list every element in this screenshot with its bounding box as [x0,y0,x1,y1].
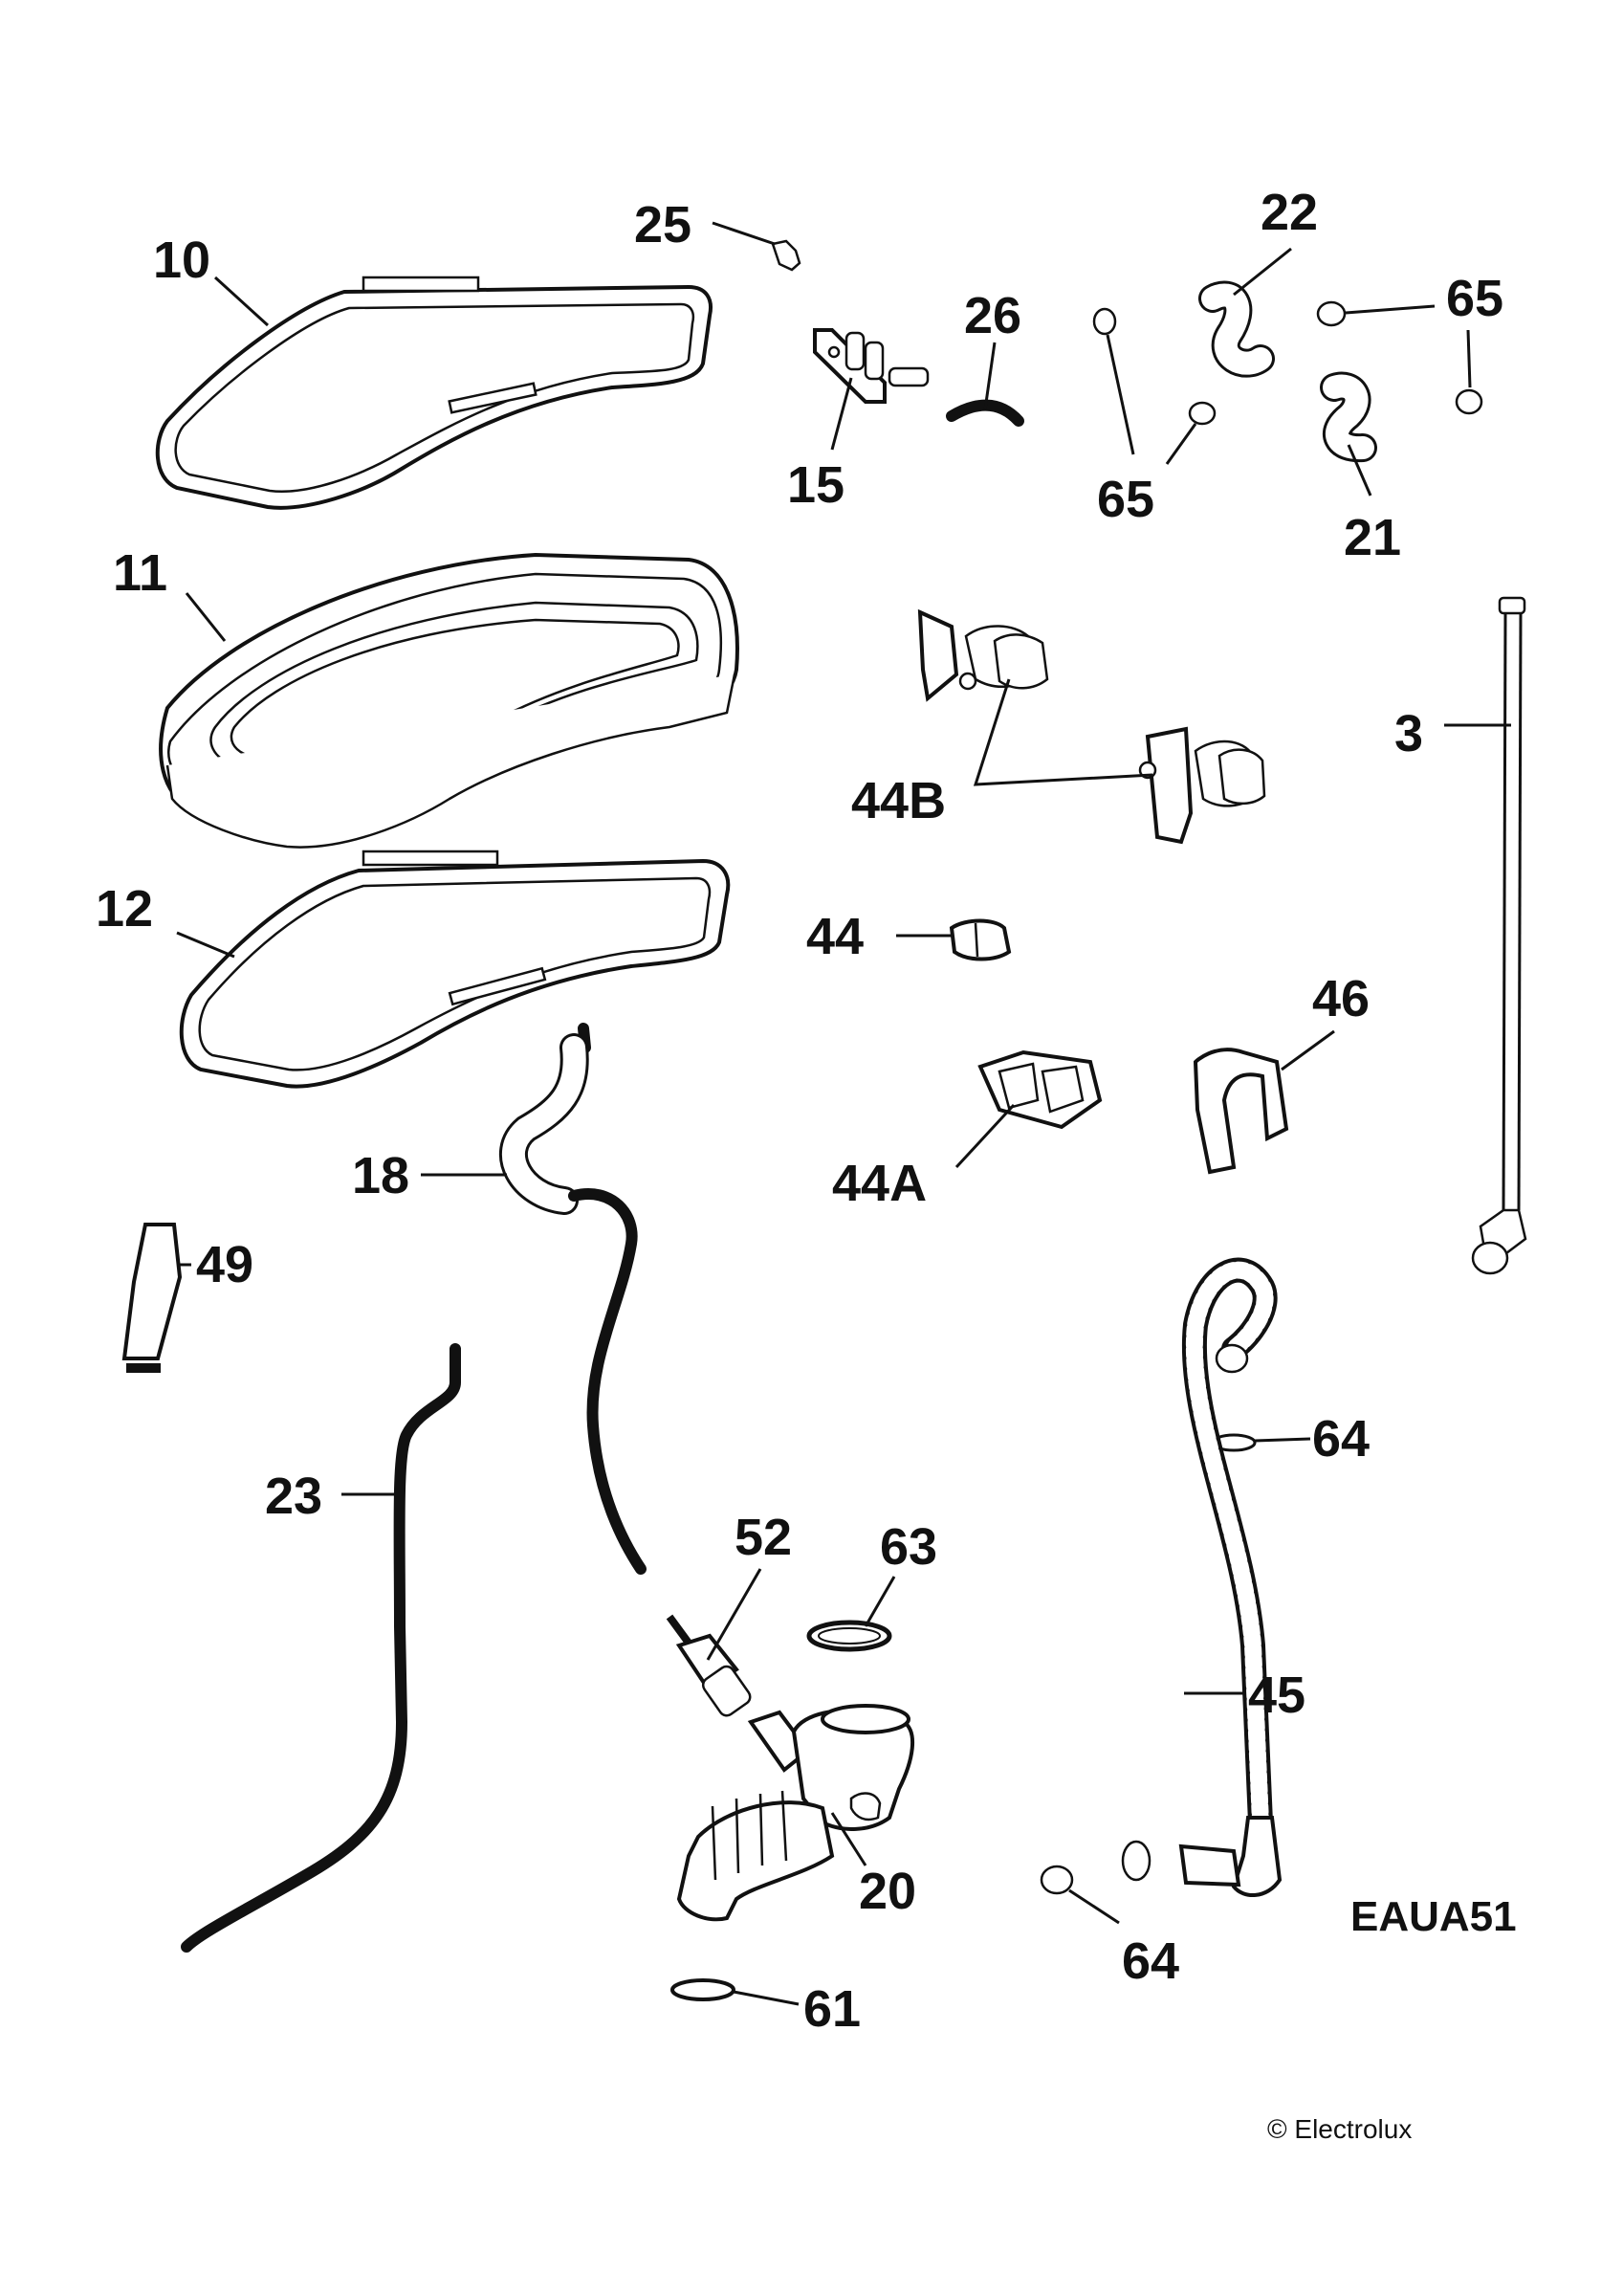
leader-65-top [1345,304,1436,315]
part-25-drawing [771,239,801,272]
leader-65-bottom [1106,334,1135,455]
part-3-drawing [1471,596,1527,1275]
leader-12 [176,931,235,959]
diagram-code: EAUA51 [1350,1893,1517,1940]
part-20-drawing [676,1704,915,1922]
part-21-drawing [1320,371,1377,463]
leader-61 [733,1990,800,2006]
label-11: 11 [113,544,167,602]
part-46-drawing [1193,1048,1289,1175]
label-63: 63 [880,1518,937,1576]
label-44: 44 [806,908,864,965]
leader-21 [1347,444,1372,497]
leader-26 [983,342,997,410]
copyright-notice: © Electrolux [1267,2114,1412,2144]
leader-65-bottom2 [1165,423,1197,465]
leader-64-upper [1254,1437,1311,1443]
part-52-drawing [666,1614,752,1717]
label-18: 18 [352,1147,409,1204]
part-61-drawing [670,1978,735,2001]
part-22-drawing [1198,280,1275,378]
part-49-drawing [121,1223,183,1373]
part-44b-drawing [917,608,1266,845]
label-64-lower: 64 [1122,1932,1179,1990]
leader-44b [973,678,1153,786]
label-65-bottom: 65 [1097,471,1154,528]
label-22: 22 [1261,184,1318,241]
label-23: 23 [265,1468,322,1525]
label-3: 3 [1394,705,1423,762]
part-65-clips-drawing [1092,300,1483,426]
leader-44a [954,1103,1016,1169]
label-25: 25 [634,196,691,254]
part-44a-drawing [977,1049,1103,1130]
part-12-drawing [179,850,731,1089]
leader-64-lower [1068,1888,1120,1925]
part-10-drawing [155,276,713,510]
leader-25 [712,221,776,246]
label-65-top: 65 [1446,270,1503,327]
leader-46 [1281,1029,1335,1071]
part-63-drawing [806,1620,892,1652]
label-44b: 44B [851,772,946,829]
leader-63 [864,1576,896,1627]
label-15: 15 [787,456,844,514]
label-26: 26 [964,287,1021,344]
part-labels: 10 11 12 25 26 15 22 65 65 21 3 44B 44 4… [96,184,1503,2038]
part-44-drawing [949,918,1012,961]
leader-65-top2 [1466,329,1472,388]
leader-20 [830,1812,867,1866]
label-10: 10 [153,232,210,289]
leader-11 [185,592,227,642]
label-12: 12 [96,880,153,938]
label-49: 49 [196,1236,253,1293]
part-23-drawing [181,1343,461,1953]
label-64-upper: 64 [1312,1410,1370,1468]
label-21: 21 [1344,509,1401,566]
label-44a: 44A [832,1155,927,1212]
label-52: 52 [735,1509,792,1566]
part-11-drawing [159,552,739,849]
leader-10 [213,276,270,327]
part-18-drawing [499,1023,647,1575]
label-45: 45 [1248,1667,1305,1724]
part-45-drawing [1121,1257,1283,1898]
label-61: 61 [803,1980,861,2038]
label-20: 20 [859,1863,916,1920]
label-46: 46 [1312,970,1370,1027]
leader-52 [706,1568,762,1661]
leader-22 [1233,247,1292,297]
leader-lines [176,221,1511,2006]
leader-15 [830,377,853,451]
part-64-lower-drawing [1040,1865,1074,1895]
part-15-drawing [813,328,930,404]
